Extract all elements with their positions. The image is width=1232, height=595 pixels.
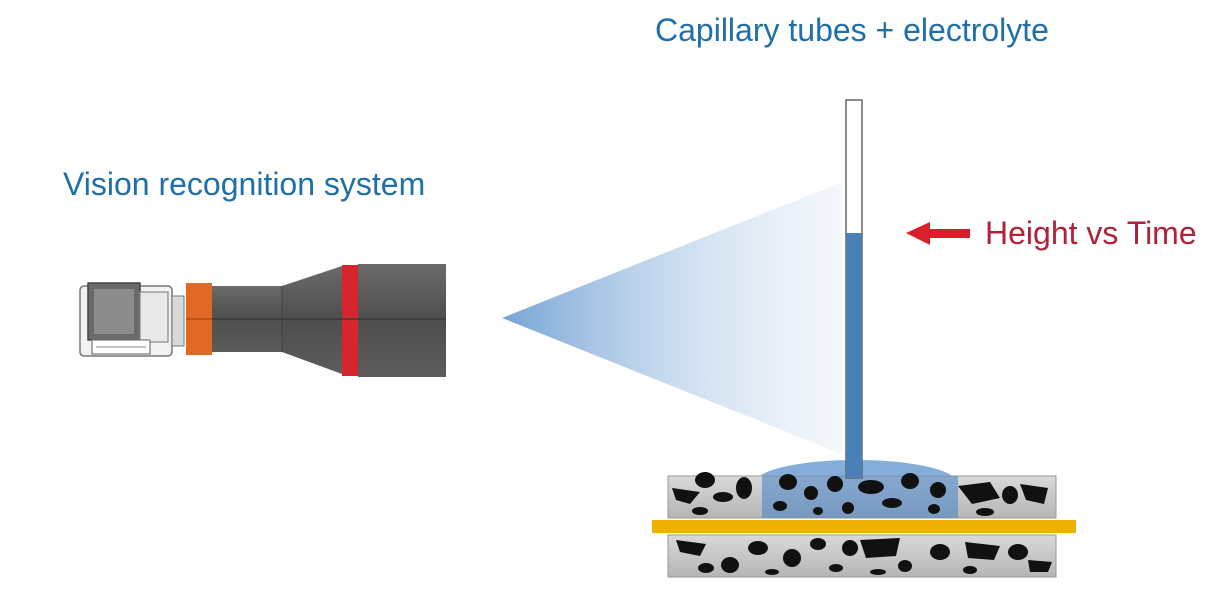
capillary-tube xyxy=(845,99,863,479)
bottom-electrode xyxy=(667,534,1057,578)
height-arrow-icon xyxy=(906,222,970,245)
label-vision-system: Vision recognition system xyxy=(63,166,426,202)
camera-view-beam xyxy=(502,182,842,454)
camera-lens xyxy=(186,264,446,377)
label-height-vs-time: Height vs Time xyxy=(985,215,1197,251)
camera-body xyxy=(79,282,185,357)
capillary-liquid-column xyxy=(846,233,862,478)
separator-layer xyxy=(652,520,1076,533)
lens-red-ring xyxy=(342,265,358,376)
label-capillary-tubes: Capillary tubes + electrolyte xyxy=(655,12,1049,48)
top-electrode xyxy=(667,472,1057,519)
